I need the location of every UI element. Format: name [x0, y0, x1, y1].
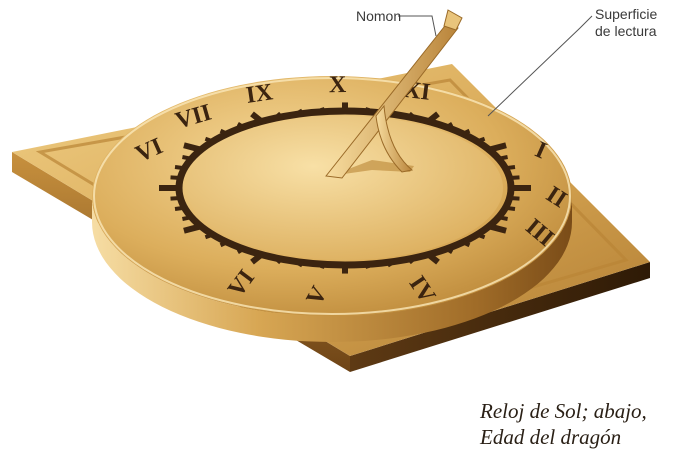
gnomon-label: Nomon [356, 8, 401, 25]
hour-tick [322, 108, 323, 113]
gnomon-leader-line [398, 16, 436, 36]
hour-tick [205, 234, 213, 237]
hour-tick [505, 167, 515, 168]
caption-line-1: Reloj de Sol; abajo, [480, 398, 647, 424]
reading-surface-label: Superficie de lectura [595, 6, 657, 40]
hour-tick [182, 157, 191, 159]
hour-tick [299, 262, 302, 266]
hour-tick [299, 110, 302, 114]
hour-tick [171, 198, 181, 199]
reading-surface-label-line2: de lectura [595, 23, 657, 40]
hour-tick [367, 264, 368, 269]
hour-tick [510, 177, 520, 178]
hour-tick [498, 157, 507, 159]
hour-tick [182, 217, 191, 219]
hour-tick [498, 217, 507, 219]
hour-tick [278, 113, 282, 117]
reading-surface-label-line1: Superficie [595, 6, 657, 23]
hour-tick [171, 177, 181, 178]
hour-tick [205, 139, 213, 142]
hour-tick [510, 198, 520, 199]
hour-tick [409, 113, 413, 117]
reading-surface [187, 116, 503, 260]
hour-numeral: X [329, 72, 347, 98]
hour-tick [175, 208, 185, 209]
hour-numeral: IX [244, 79, 275, 109]
hour-tick [477, 139, 485, 142]
hour-tick [367, 108, 368, 113]
surface-leader-line [488, 16, 592, 116]
hour-tick [505, 208, 515, 209]
caption-line-2: Edad del dragón [480, 424, 621, 450]
hour-tick [322, 264, 323, 269]
hour-tick [409, 259, 413, 263]
gnomon-tip-arrow [444, 10, 462, 30]
hour-tick [278, 259, 282, 263]
hour-tick [388, 262, 391, 266]
hour-tick [477, 234, 485, 237]
hour-tick [175, 167, 185, 168]
